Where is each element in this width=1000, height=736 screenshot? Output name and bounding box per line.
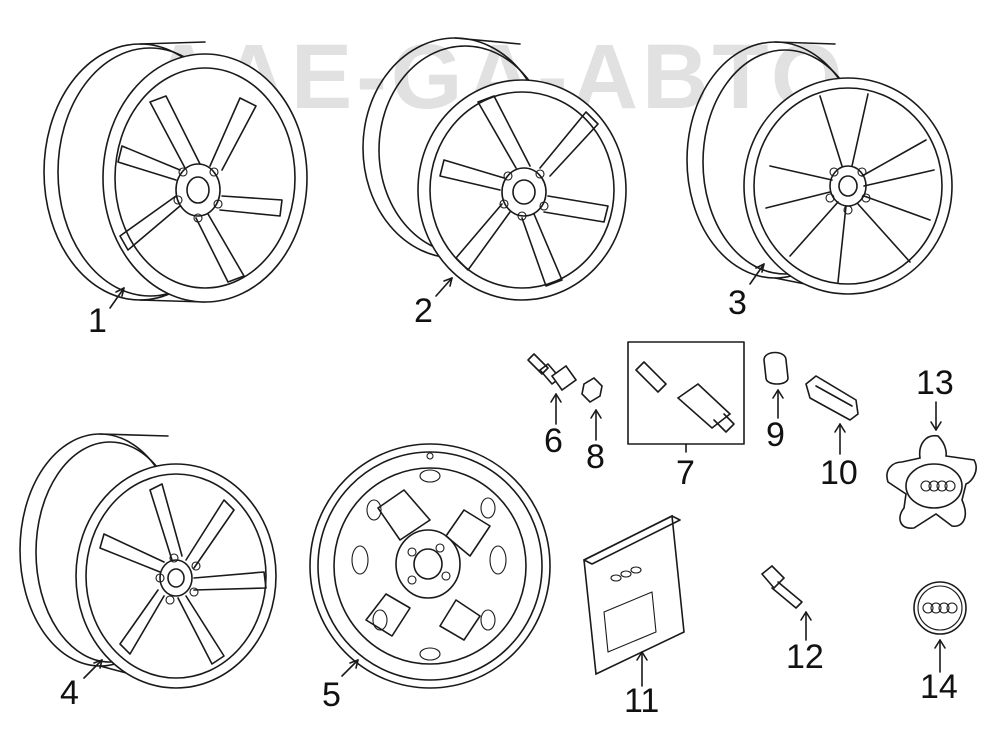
callout-12: 12: [786, 638, 824, 676]
callout-7: 7: [676, 454, 695, 492]
wheel-lock-kit-drawing: [583, 514, 685, 676]
callout-4: 4: [60, 674, 79, 712]
valve-stem-drawing: [527, 353, 578, 392]
center-cap-spider-drawing: [886, 434, 977, 529]
callout-5: 5: [322, 676, 341, 714]
callout-13: 13: [916, 364, 954, 402]
callout-3: 3: [728, 284, 747, 322]
callout-2: 2: [414, 292, 433, 330]
callout-1: 1: [88, 302, 107, 340]
callout-8: 8: [586, 438, 605, 476]
callout-labels: 1 2 3 4 5 6 7 8 9 10 11 12 13 14: [60, 284, 958, 720]
valve-cap-drawing: [763, 351, 789, 385]
steel-spare-wheel-drawing: [309, 443, 551, 689]
wheel-4-drawing: [19, 433, 277, 689]
center-cap-drawing: [913, 581, 967, 635]
wheel-3-drawing: [686, 41, 953, 295]
valve-clip-drawing: [805, 375, 859, 421]
wheel-1-drawing: [43, 41, 308, 303]
wheel-2-drawing: [362, 37, 627, 301]
callout-9: 9: [766, 416, 785, 454]
lug-bolt-drawing: [760, 564, 803, 609]
valve-nut-drawing: [581, 376, 603, 404]
callout-11: 11: [624, 682, 659, 720]
callout-10: 10: [820, 454, 858, 492]
callout-14: 14: [920, 668, 958, 706]
callout-6: 6: [544, 422, 563, 460]
tpms-valve-kit-drawing: [627, 341, 745, 445]
leader-lines: [83, 263, 946, 687]
